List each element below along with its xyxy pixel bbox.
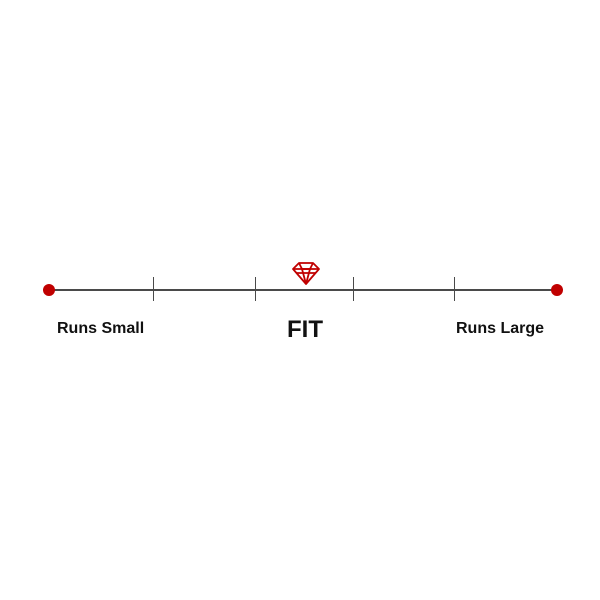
runs-large-label: Runs Large: [456, 320, 545, 337]
runs-small-label: Runs Small: [57, 320, 145, 337]
runs-small-endpoint: [43, 284, 55, 296]
scale-tick: [454, 277, 455, 301]
scale-tick: [255, 277, 256, 301]
fit-label: FIT: [287, 316, 323, 343]
gem-icon: [291, 260, 321, 286]
runs-large-endpoint: [551, 284, 563, 296]
scale-tick: [353, 277, 354, 301]
fit-scale-track: [49, 289, 557, 291]
scale-tick: [153, 277, 154, 301]
